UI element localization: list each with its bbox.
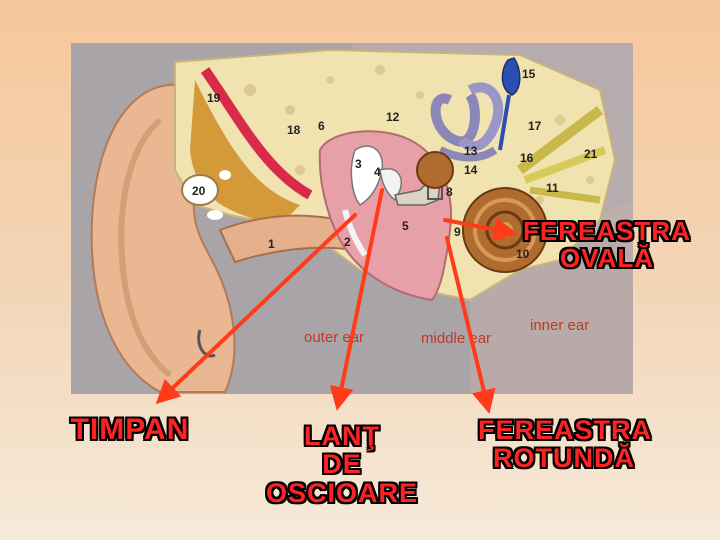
part-number-4: 4 — [374, 165, 381, 179]
inner-ear — [416, 57, 607, 273]
ossicles — [350, 145, 443, 206]
callout-ossicles-line-1: LANŢ — [304, 421, 380, 451]
part-numbers: 1 2 3 4 5 6 8 9 10 11 12 13 14 15 16 17 … — [192, 67, 598, 261]
part-number-8: 8 — [446, 185, 453, 199]
part-number-20: 20 — [192, 184, 206, 198]
part-number-21: 21 — [584, 147, 598, 161]
callout-oval-window: FEREASTRA OVALĂ — [512, 216, 702, 274]
callout-eardrum: TIMPAN — [55, 414, 205, 446]
callout-round-window: FEREASTRA ROTUNDĂ — [478, 415, 653, 474]
part-number-10: 10 — [516, 247, 530, 261]
callout-round-window-line-2: ROTUNDĂ — [493, 443, 635, 474]
arrow-to-oval-window — [443, 217, 518, 242]
part-number-12: 12 — [386, 110, 400, 124]
callout-oval-window-line-2: OVALĂ — [559, 243, 655, 274]
callout-oval-window-line-1: FEREASTRA — [523, 216, 691, 246]
region-label-inner-ear: inner ear — [530, 317, 589, 334]
part-number-15: 15 — [522, 67, 536, 81]
callout-round-window-line-1: FEREASTRA — [478, 415, 653, 445]
arrow-to-eardrum — [155, 213, 357, 405]
callout-ossicles-line-3: OSCIOARE — [265, 477, 419, 508]
part-number-18: 18 — [287, 123, 301, 137]
part-number-2: 2 — [344, 235, 351, 249]
part-number-6: 6 — [318, 119, 325, 133]
part-number-5: 5 — [402, 219, 409, 233]
part-number-17: 17 — [528, 119, 542, 133]
part-number-1: 1 — [268, 237, 275, 251]
callout-eardrum-line-1: TIMPAN — [70, 413, 190, 446]
callout-ossicles: LANŢ DE OSCIOARE — [258, 422, 426, 507]
callout-arrows — [155, 188, 518, 414]
part-number-3: 3 — [355, 157, 362, 171]
part-number-13: 13 — [464, 144, 478, 158]
part-number-14: 14 — [464, 163, 478, 177]
part-number-11: 11 — [546, 181, 559, 195]
part-number-16: 16 — [520, 151, 534, 165]
region-label-middle-ear: middle ear — [421, 330, 491, 347]
part-number-9: 9 — [454, 225, 461, 239]
arrow-to-round-window — [445, 236, 496, 414]
callout-ossicles-line-2: DE — [322, 449, 362, 480]
arrow-to-ossicles — [329, 188, 384, 411]
part-number-19: 19 — [207, 91, 221, 105]
